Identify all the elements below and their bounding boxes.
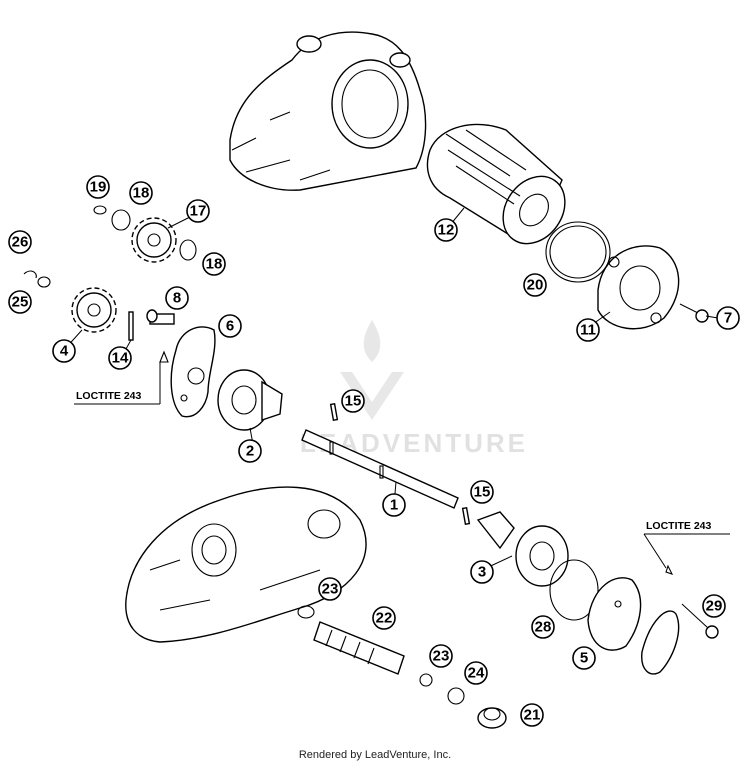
pin	[128, 311, 134, 341]
oil-filter	[426, 123, 566, 245]
callout-18-upper: 18	[129, 181, 153, 205]
callout-2: 2	[238, 439, 262, 463]
callout-24: 24	[464, 661, 488, 685]
callout-22: 22	[372, 606, 396, 630]
svg-text:4: 4	[60, 343, 69, 360]
callout-23-lower: 23	[429, 644, 453, 668]
svg-text:12: 12	[438, 222, 455, 239]
svg-text:11: 11	[580, 322, 596, 339]
callout-25: 25	[8, 290, 32, 314]
bolt	[146, 309, 175, 363]
svg-text:18: 18	[206, 256, 223, 273]
watermark-logo-icon	[340, 320, 404, 420]
gasket	[170, 326, 216, 418]
svg-text:20: 20	[527, 277, 544, 294]
svg-text:28: 28	[535, 619, 552, 636]
callout-14: 14	[108, 346, 132, 370]
o-ring-lower	[549, 559, 599, 621]
callout-15-lower: 15	[470, 480, 494, 504]
svg-text:21: 21	[524, 707, 541, 724]
pin-lower	[461, 506, 471, 526]
loctite-note-right: LOCTITE 243	[643, 520, 730, 569]
callout-17: 17	[186, 199, 210, 223]
loctite-label: LOCTITE 243	[76, 390, 142, 402]
svg-text:15: 15	[345, 393, 362, 410]
svg-text:7: 7	[724, 310, 732, 327]
callout-5: 5	[572, 646, 596, 670]
drain-plug	[477, 707, 507, 729]
pump-shaft	[301, 429, 459, 509]
callout-21: 21	[520, 703, 544, 727]
pin-upper	[329, 402, 339, 422]
bracket	[641, 564, 719, 675]
svg-text:22: 22	[376, 610, 393, 627]
svg-text:2: 2	[246, 443, 254, 460]
watermark: LEADVENTURE	[300, 320, 525, 458]
crankcase-lower	[125, 486, 367, 643]
callout-15-upper: 15	[341, 389, 365, 413]
loctite-note-left: LOCTITE 243	[74, 362, 161, 405]
svg-text:18: 18	[133, 185, 150, 202]
svg-text:23: 23	[433, 648, 450, 665]
pump-cover	[587, 577, 642, 651]
callout-29: 29	[702, 594, 726, 618]
svg-text:26: 26	[12, 234, 29, 251]
svg-text:19: 19	[90, 179, 107, 196]
svg-text:25: 25	[12, 294, 29, 311]
svg-text:1: 1	[390, 497, 398, 514]
callout-4: 4	[52, 339, 76, 363]
svg-text:29: 29	[706, 598, 723, 615]
callout-18-lower: 18	[202, 252, 226, 276]
callout-26: 26	[8, 230, 32, 254]
svg-text:15: 15	[474, 484, 491, 501]
pump-rotor-upper	[217, 369, 283, 431]
pump-gear-upper	[131, 217, 177, 263]
callout-12: 12	[434, 218, 458, 242]
washers	[23, 205, 197, 288]
crankcase-upper	[229, 31, 427, 191]
o-ring	[545, 221, 611, 283]
callout-7: 7	[716, 306, 740, 330]
svg-text:6: 6	[226, 318, 234, 335]
svg-text:5: 5	[580, 650, 588, 667]
callout-20: 20	[523, 273, 547, 297]
callout-3: 3	[470, 560, 494, 584]
callout-8: 8	[165, 286, 189, 310]
svg-text:8: 8	[173, 290, 181, 307]
valve-assembly	[297, 605, 465, 705]
callout-6: 6	[218, 314, 242, 338]
svg-text:14: 14	[112, 350, 129, 367]
callout-28: 28	[531, 615, 555, 639]
callout-19: 19	[86, 175, 110, 199]
pump-gear-lower	[71, 287, 117, 333]
svg-text:17: 17	[190, 203, 207, 220]
filter-cover	[597, 245, 680, 330]
loctite-label: LOCTITE 243	[646, 520, 712, 532]
callout-11: 11	[576, 318, 600, 342]
svg-text:24: 24	[468, 665, 485, 682]
callout-1: 1	[382, 493, 406, 517]
svg-text:23: 23	[322, 581, 339, 598]
footer-credit: Rendered by LeadVenture, Inc.	[299, 749, 451, 761]
callout-23-upper: 23	[318, 577, 342, 601]
screw	[679, 303, 709, 323]
svg-text:3: 3	[478, 564, 486, 581]
